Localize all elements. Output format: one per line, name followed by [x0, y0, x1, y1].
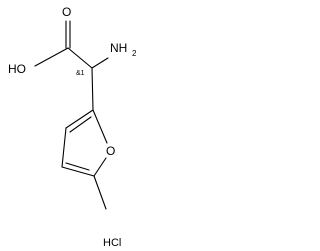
furan-c4-c3-bond: [61, 127, 67, 168]
furan-c5-c4-inner-bond: [65, 162, 90, 171]
furan-o1-c5-bond: [93, 157, 107, 177]
hydroxyl-label: HO: [8, 62, 26, 76]
bonds: [34, 20, 109, 210]
alpha-furan-bond: [91, 67, 94, 111]
ring-oxygen-label: O: [106, 144, 115, 158]
furan-c3-c2-bond: [65, 109, 94, 129]
furan-c5-c4-bond: [61, 166, 95, 177]
salt-label: HCl: [103, 237, 121, 249]
methyl-bond: [93, 175, 107, 210]
amine-subscript-label: 2: [132, 49, 137, 58]
carboxyl-alpha-bond: [67, 47, 93, 69]
carboxyl-oh-bond: [34, 47, 69, 67]
carbonyl-oxygen-label: O: [62, 5, 71, 19]
stereo-label: &1: [76, 70, 85, 77]
furan-c2-o1-bond: [92, 109, 108, 144]
atom-labels: O HO NH 2 &1 O: [8, 5, 137, 158]
furan-c3-c2-inner-bond: [69, 116, 92, 133]
alpha-amine-bond: [91, 57, 109, 69]
structure-diagram: O HO NH 2 &1 O HCl: [8, 5, 137, 249]
amine-label: NH: [110, 41, 127, 55]
